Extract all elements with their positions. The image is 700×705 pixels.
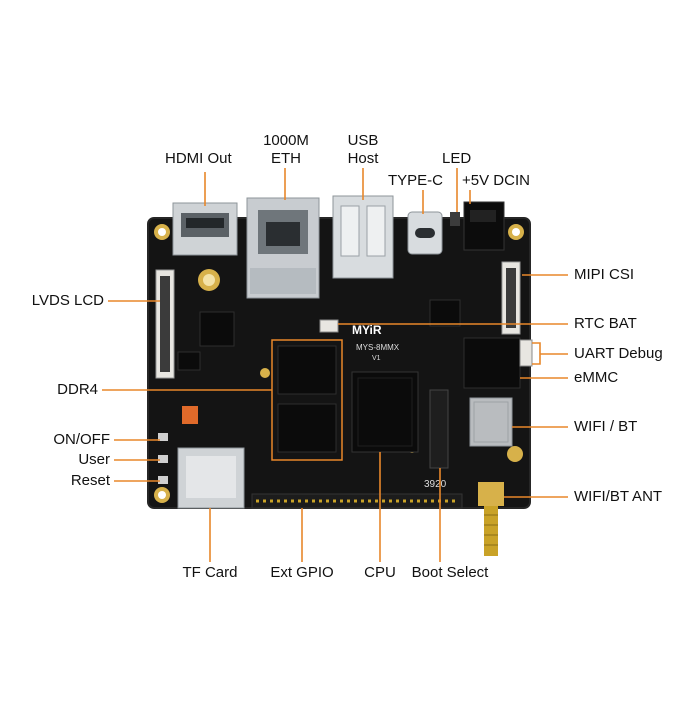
label-usb-line2: Host	[347, 150, 379, 167]
board-pcb-number: 3920	[424, 479, 447, 490]
label-ddr4: DDR4	[57, 381, 98, 398]
board-version: V1	[372, 355, 381, 362]
ic-chip-3	[177, 351, 201, 371]
label-dcin: +5V DCIN	[462, 172, 530, 189]
ethernet-connector	[246, 197, 320, 299]
uart-header	[519, 339, 533, 367]
label-eth: 1000M ETH	[256, 132, 316, 168]
label-reset: Reset	[70, 472, 110, 489]
ddr4-chip-1	[277, 345, 337, 395]
label-wifi-bt: WIFI / BT	[574, 418, 638, 435]
hdmi-connector	[172, 202, 238, 256]
callout-uart	[532, 342, 541, 365]
type-c-connector	[407, 211, 443, 255]
led-component	[450, 212, 460, 226]
label-emmc: eMMC	[574, 369, 619, 386]
gpio-header	[251, 493, 463, 509]
label-usb-host: USB Host	[338, 132, 388, 168]
callout-lines	[102, 168, 568, 562]
boot-select-switch	[429, 389, 449, 469]
label-hdmi-out: HDMI Out	[165, 150, 232, 167]
label-wifi-bt-ant: WIFI/BT ANT	[574, 488, 663, 505]
label-boot-select: Boot Select	[411, 564, 489, 581]
label-led: LED	[442, 150, 472, 167]
label-lvds-lcd: LVDS LCD	[31, 292, 104, 309]
label-cpu: CPU	[364, 564, 396, 581]
label-usb-line1: USB	[347, 132, 379, 149]
orange-component	[182, 406, 198, 424]
label-eth-line1: 1000M	[263, 132, 309, 149]
ic-chip-1	[199, 311, 235, 347]
wifi-bt-module	[469, 397, 513, 447]
label-mipi-csi: MIPI CSI	[574, 266, 635, 283]
mounting-holes	[154, 224, 524, 503]
ddr4-chip-2	[277, 403, 337, 453]
rtc-battery	[319, 319, 339, 333]
board-model: MYS-8MMX	[356, 343, 400, 352]
label-rtc-bat: RTC BAT	[574, 315, 637, 332]
label-on-off: ON/OFF	[53, 431, 110, 448]
label-type-c: TYPE-C	[388, 172, 444, 189]
label-eth-line2: ETH	[271, 150, 301, 167]
usb-connector	[332, 195, 394, 279]
ic-chip-2	[429, 299, 461, 327]
label-uart-debug: UART Debug	[574, 345, 663, 362]
label-user: User	[78, 451, 110, 468]
ddr4-outline	[271, 339, 343, 461]
antenna-connector	[478, 482, 504, 556]
buttons	[158, 433, 168, 484]
cpu-chip	[351, 371, 419, 453]
dc-jack	[463, 201, 505, 251]
label-tf-card: TF Card	[182, 564, 238, 581]
label-ext-gpio: Ext GPIO	[270, 564, 334, 581]
emmc-chip	[463, 337, 521, 389]
board-brand: MYiR	[352, 323, 382, 337]
